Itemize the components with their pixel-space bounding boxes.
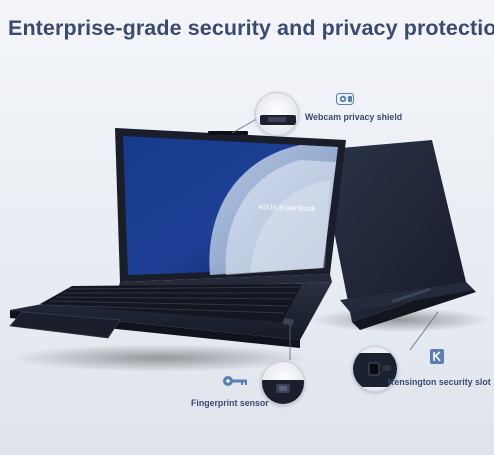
kensington-k-icon <box>430 349 444 364</box>
front-laptop <box>9 128 346 348</box>
key-icon <box>223 376 247 386</box>
back-laptop <box>310 140 490 332</box>
webcam-zoom-circle <box>255 92 299 136</box>
kensington-zoom-circle <box>352 346 398 392</box>
webcam-icon <box>336 93 354 105</box>
kensington-callout-label: Kensington security slot <box>388 377 491 387</box>
kensington-slot-closeup <box>353 353 397 387</box>
fingerprint-zoom-circle <box>261 361 305 405</box>
webcam-shutter-closeup <box>260 115 296 125</box>
fingerprint-callout-label: Fingerprint sensor <box>191 398 269 408</box>
page-title: Enterprise-grade security and privacy pr… <box>8 16 494 40</box>
webcam-callout-label: Webcam privacy shield <box>305 112 403 122</box>
